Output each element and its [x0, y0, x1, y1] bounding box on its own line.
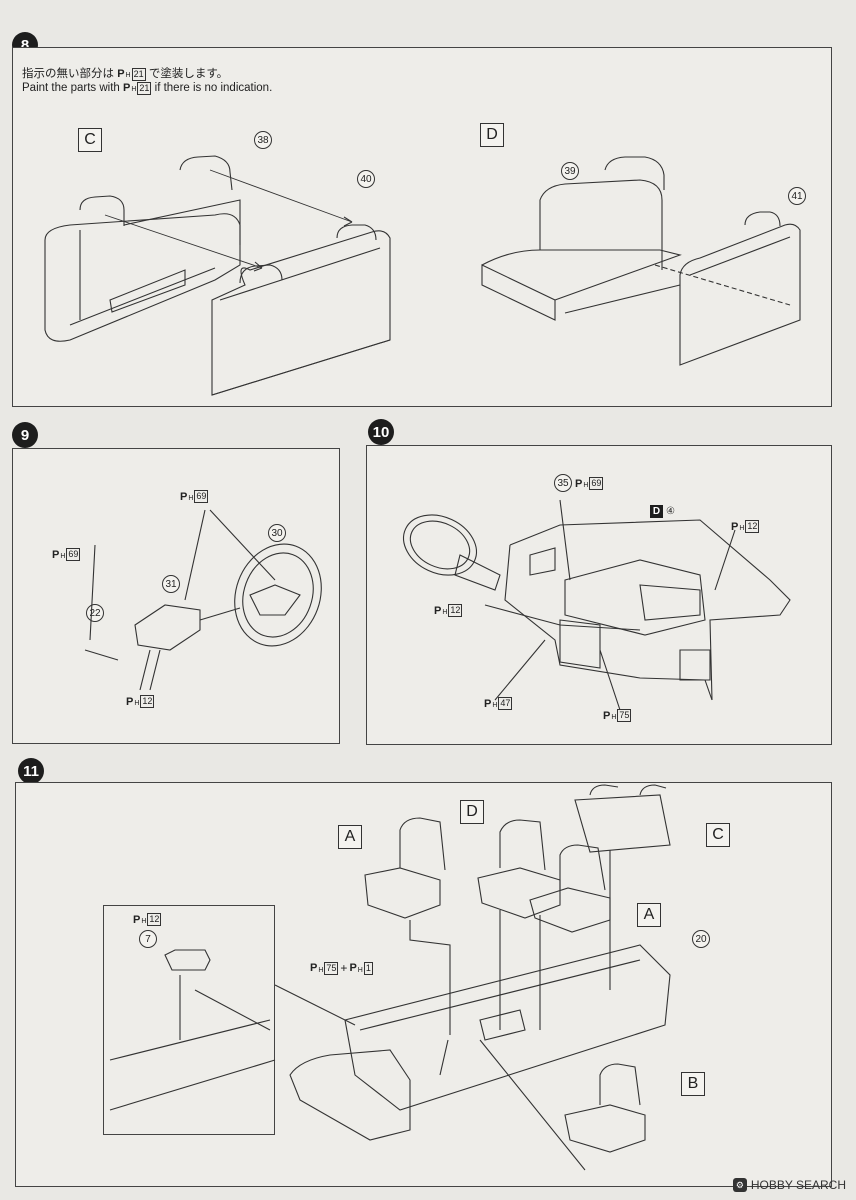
- seat-label-c: C: [78, 128, 102, 152]
- detail-inset: [103, 905, 275, 1135]
- step-badge: 10: [368, 419, 394, 445]
- step-9-panel: [12, 448, 340, 744]
- part-number-40: 40: [357, 170, 375, 188]
- part-number-20: 20: [692, 930, 710, 948]
- hobby-search-logo-icon: ⚙: [732, 1178, 747, 1192]
- seat-d-drawing: [481, 156, 801, 366]
- interior-assembly-drawing: [109, 784, 671, 1171]
- part-number-22: 22: [86, 604, 104, 622]
- seat-label-a: A: [637, 903, 661, 927]
- part-number-30: 30: [268, 524, 286, 542]
- hobby-search-watermark: ⚙ HOBBY SEARCH: [732, 1178, 846, 1192]
- part-number-35: 35: [554, 474, 572, 492]
- dashboard-drawing: [403, 499, 791, 711]
- step-11-panel: [15, 782, 832, 1187]
- seat-label-d: D: [480, 123, 504, 147]
- step-badge: 9: [12, 422, 38, 448]
- seat-label-b: B: [681, 1072, 705, 1096]
- part-number-39: 39: [561, 162, 579, 180]
- part-number-7: 7: [139, 930, 157, 948]
- step-10-panel: [366, 445, 832, 745]
- part-number-31: 31: [162, 575, 180, 593]
- steering-column-drawing: [84, 509, 322, 691]
- seat-label-c: C: [706, 823, 730, 847]
- part-number-41: 41: [788, 187, 806, 205]
- seat-label-a: A: [338, 825, 362, 849]
- step-badge: 11: [18, 758, 44, 784]
- seat-label-d: D: [460, 800, 484, 824]
- part-number-38: 38: [254, 131, 272, 149]
- step-8-panel: [12, 47, 832, 407]
- seat-c-drawing: [44, 155, 391, 396]
